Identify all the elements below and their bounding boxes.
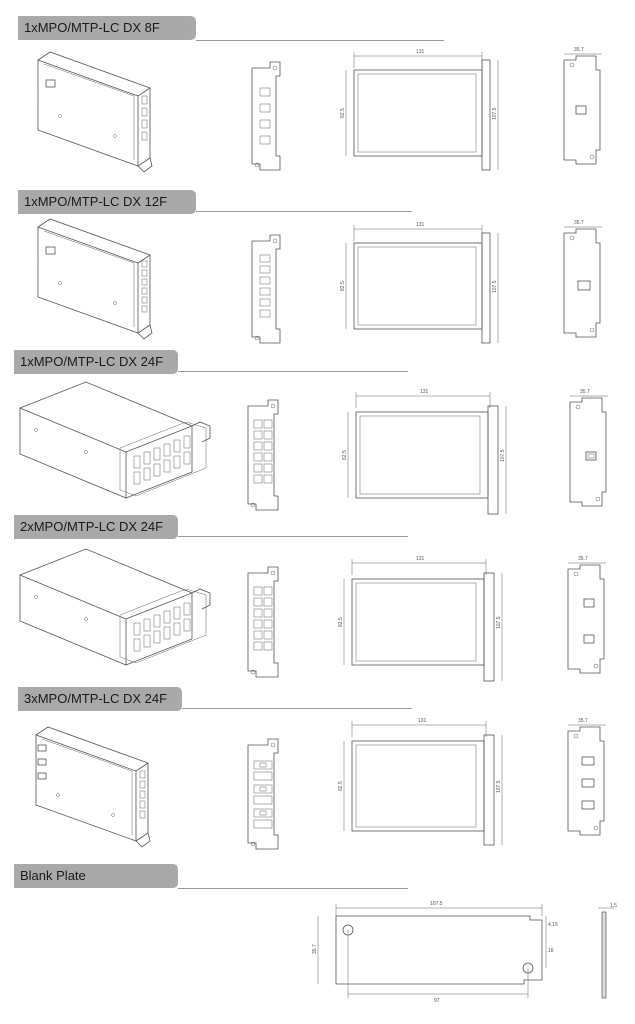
dim-thickness-label: 35.7 bbox=[578, 718, 588, 724]
dim-height-label: 35.7 bbox=[312, 944, 318, 954]
dim-thickness-label: 35.7 bbox=[574, 47, 584, 53]
section-title: Blank Plate bbox=[14, 864, 178, 888]
product-section-2: 1xMPO/MTP-LC DX 12F 131 82.5 107.5 35.7 bbox=[0, 185, 635, 350]
product-section-1: 1xMPO/MTP-LC DX 8F 131 82.5 107.5 35.7 bbox=[0, 0, 635, 185]
dim-thickness-label: 35.7 bbox=[580, 389, 590, 395]
cassette-isometric-drawing bbox=[35, 726, 151, 848]
cassette-side-drawing: 131 82.5 107.5 bbox=[340, 222, 499, 344]
dim-plate-height-label: 107.5 bbox=[492, 107, 498, 120]
dim-width-label: 131 bbox=[420, 389, 429, 395]
section-divider bbox=[178, 536, 408, 537]
dim-height-label: 82.5 bbox=[338, 617, 344, 627]
dim-width-label: 131 bbox=[416, 49, 425, 55]
section-divider bbox=[196, 40, 444, 41]
product-section-4: 2xMPO/MTP-LC DX 24F 131 bbox=[0, 515, 635, 687]
cassette-side-drawing: 131 82.5 107.5 bbox=[340, 49, 499, 171]
dim-height-label: 82.5 bbox=[342, 450, 348, 460]
section-title: 1xMPO/MTP-LC DX 8F bbox=[18, 16, 196, 40]
dim-width-label: 131 bbox=[418, 718, 427, 724]
section-title: 1xMPO/MTP-LC DX 12F bbox=[18, 190, 196, 214]
cassette-isometric-drawing bbox=[37, 218, 153, 340]
blank-plate-front-drawing: 107.5 35.7 97 4.15 16 bbox=[312, 901, 558, 1004]
product-section-5: 3xMPO/MTP-LC DX 24F 131 bbox=[0, 687, 635, 862]
dim-plate-height-label: 107.5 bbox=[496, 616, 502, 629]
faceplate-rear-drawing: 35.7 bbox=[567, 556, 606, 674]
cassette-side-drawing: 131 82.5 107.5 bbox=[338, 718, 503, 846]
dim-inner-label: 97 bbox=[434, 998, 440, 1004]
dim-edge2-label: 16 bbox=[548, 948, 554, 954]
dim-height-label: 82.5 bbox=[340, 108, 346, 118]
dim-height-label: 82.5 bbox=[338, 781, 344, 791]
blank-plate-section: Blank Plate 107.5 35.7 97 4.15 16 1.5 bbox=[0, 862, 635, 1024]
faceplate-rear-drawing: 35.7 bbox=[563, 47, 602, 165]
dim-plate-height-label: 107.5 bbox=[496, 780, 502, 793]
faceplate-front-drawing bbox=[251, 234, 281, 344]
blank-plate-side-drawing: 1.5 bbox=[598, 903, 617, 999]
dim-edge1-label: 4.15 bbox=[548, 922, 558, 928]
dim-width-label: 131 bbox=[416, 222, 425, 228]
section-divider bbox=[182, 708, 412, 709]
cassette-isometric-drawing bbox=[19, 381, 211, 499]
section-title: 1xMPO/MTP-LC DX 24F bbox=[14, 350, 178, 374]
section-divider bbox=[178, 888, 408, 889]
dim-width-label: 131 bbox=[416, 556, 425, 562]
dim-thickness-label: 35.7 bbox=[578, 556, 588, 562]
faceplate-front-drawing bbox=[247, 566, 279, 678]
cassette-side-drawing: 131 82.5 107.5 bbox=[338, 556, 503, 682]
cassette-side-drawing: 131 82.5 107.5 bbox=[342, 389, 507, 515]
section-title: 2xMPO/MTP-LC DX 24F bbox=[14, 515, 178, 539]
product-section-3: 1xMPO/MTP-LC DX 24F 131 bbox=[0, 350, 635, 515]
dim-plate-height-label: 107.5 bbox=[500, 449, 506, 462]
dim-length-label: 107.5 bbox=[430, 901, 443, 907]
cassette-isometric-drawing bbox=[37, 51, 153, 173]
faceplate-front-drawing bbox=[247, 399, 279, 511]
dim-height-label: 82.5 bbox=[340, 281, 346, 291]
section-title: 3xMPO/MTP-LC DX 24F bbox=[18, 687, 182, 711]
section-divider bbox=[178, 371, 408, 372]
dim-plate-height-label: 107.5 bbox=[492, 280, 498, 293]
faceplate-rear-drawing: 35.7 bbox=[563, 220, 602, 338]
faceplate-rear-drawing: 35.7 bbox=[569, 389, 608, 507]
faceplate-rear-drawing: 35.7 bbox=[567, 718, 606, 836]
section-divider bbox=[196, 211, 412, 212]
cassette-isometric-drawing bbox=[19, 548, 211, 666]
faceplate-front-drawing bbox=[247, 738, 279, 850]
faceplate-front-drawing bbox=[251, 61, 281, 171]
dim-thickness-label: 1.5 bbox=[610, 903, 617, 909]
dim-thickness-label: 35.7 bbox=[574, 220, 584, 226]
